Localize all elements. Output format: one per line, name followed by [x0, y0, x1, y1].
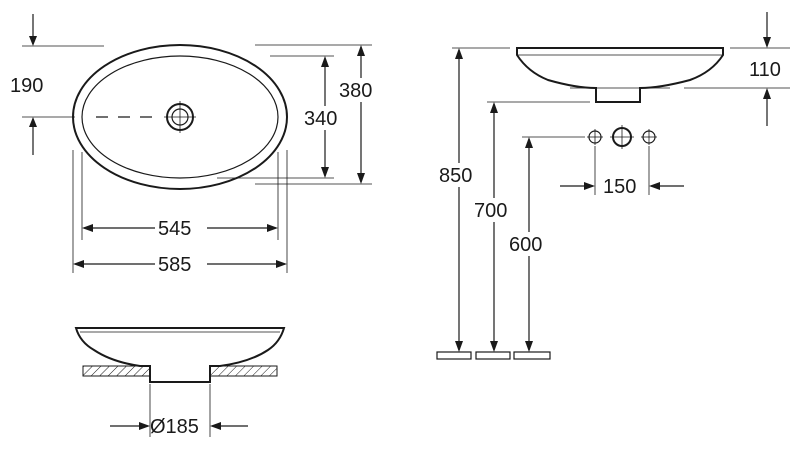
arrow	[267, 224, 278, 232]
dim-850-label: 850	[439, 165, 472, 187]
dim-700-label: 700	[474, 200, 507, 222]
arrow	[763, 88, 771, 99]
basin-inner-bowl	[81, 55, 279, 179]
dim-150-label: 150	[603, 176, 636, 198]
dim-380-label: 380	[339, 80, 372, 102]
arrow	[490, 102, 498, 113]
arrow	[649, 182, 660, 190]
dim-600-label: 600	[509, 234, 542, 256]
arrow	[357, 173, 365, 184]
label-bg	[507, 232, 553, 256]
dim-190-label: 190	[10, 75, 43, 97]
arrow	[490, 341, 498, 352]
arrow	[455, 48, 463, 59]
dim-110-label: 110	[749, 59, 781, 81]
dim-340-label: 340	[304, 108, 337, 130]
arrow	[82, 224, 93, 232]
label-bg	[155, 216, 207, 238]
arrow	[321, 56, 329, 67]
arrow	[584, 182, 595, 190]
dim-185-label: Ø185	[150, 416, 199, 438]
label-bg	[302, 106, 348, 130]
floor-plate-850	[436, 351, 472, 360]
dim-545-label: 545	[158, 218, 191, 240]
arrow	[29, 36, 37, 46]
label-bg	[437, 163, 483, 187]
label-bg	[472, 198, 518, 222]
floor-plate-600	[513, 351, 551, 360]
tap-hole-center	[610, 125, 634, 149]
tap-hole-left	[587, 129, 603, 145]
tap-hole-right	[641, 129, 657, 145]
arrow	[525, 341, 533, 352]
top-view: 190 380 340 545 585	[10, 14, 383, 276]
floor-plate-700	[475, 351, 511, 360]
arrow	[357, 45, 365, 56]
arrow	[321, 167, 329, 178]
countertop-left	[82, 365, 151, 377]
dim-585-label: 585	[158, 254, 191, 276]
arrow	[73, 260, 84, 268]
arrow	[525, 137, 533, 148]
arrow	[276, 260, 287, 268]
basin-side-profile	[516, 47, 724, 103]
basin-profile	[74, 327, 286, 383]
side-elevation: 110 850 700 600	[436, 12, 790, 360]
arrow	[455, 341, 463, 352]
countertop-right	[209, 365, 278, 377]
arrow	[763, 37, 771, 48]
arrow	[29, 117, 37, 127]
section-view: Ø185	[74, 327, 286, 438]
arrow	[139, 422, 150, 430]
label-bg	[155, 252, 207, 274]
label-bg	[337, 78, 383, 102]
arrow	[210, 422, 221, 430]
